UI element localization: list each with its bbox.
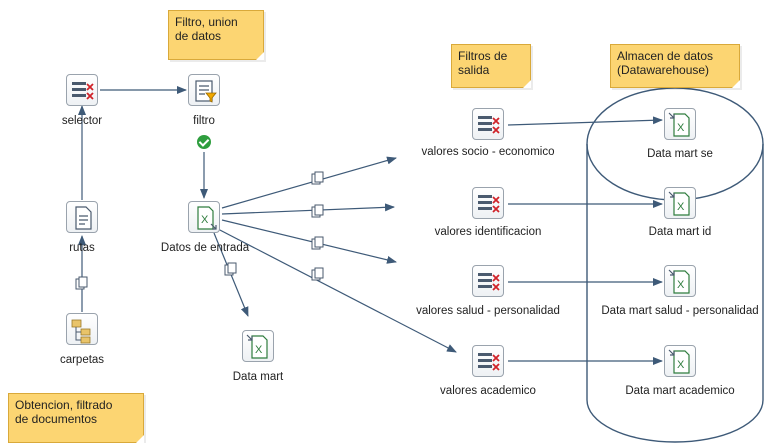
excel-input-icon: X xyxy=(197,206,217,230)
note-filtros-salida[interactable]: Filtros de salida xyxy=(451,44,531,88)
note-line: de documentos xyxy=(15,412,98,426)
step-label: selector xyxy=(61,115,103,127)
step-valores-salud[interactable] xyxy=(472,265,504,297)
step-label: rutas xyxy=(69,242,95,254)
copy-rows-icon xyxy=(75,276,88,290)
filter-icon xyxy=(195,80,217,103)
filter-rows-icon xyxy=(72,82,94,100)
copy-rows-icon xyxy=(224,262,237,276)
hop-datos-entrada-identificacion[interactable] xyxy=(221,203,395,215)
copy-rows-icon xyxy=(311,236,324,250)
excel-output-icon: X xyxy=(668,112,690,137)
step-label: carpetas xyxy=(59,354,105,366)
step-label: Data mart salud - personalidad xyxy=(601,305,759,317)
note-line: Almacen de datos xyxy=(617,49,714,63)
step-mart-salud[interactable]: X xyxy=(664,265,696,297)
note-line: Filtros de xyxy=(458,49,508,63)
step-label: valores socio - economico xyxy=(421,146,555,158)
datawarehouse-cylinder xyxy=(586,144,764,443)
copy-rows-icon xyxy=(311,204,324,218)
hop-socio-mart-se[interactable] xyxy=(507,116,663,126)
hop-datos-entrada-salud[interactable] xyxy=(221,219,397,264)
step-valores-identificacion[interactable] xyxy=(472,187,504,219)
copy-rows-icon xyxy=(311,171,324,185)
note-line: (Datawarehouse) xyxy=(617,63,710,77)
step-filtro[interactable] xyxy=(188,74,220,106)
file-list-icon xyxy=(75,206,92,230)
datawarehouse-ellipse xyxy=(586,87,764,201)
excel-output-icon: X xyxy=(246,334,268,359)
step-carpetas[interactable] xyxy=(66,313,98,345)
note-line: Obtencion, filtrado xyxy=(15,398,113,412)
folder-tree-icon xyxy=(71,319,91,344)
step-rutas[interactable] xyxy=(66,201,98,233)
excel-output-icon: X xyxy=(668,349,690,374)
step-data-mart[interactable]: X xyxy=(242,330,274,362)
note-line: de datos xyxy=(175,29,222,43)
step-label: Datos de entrada xyxy=(160,242,250,254)
filter-rows-icon xyxy=(478,116,500,134)
hop-datos-entrada-socio[interactable] xyxy=(221,156,397,209)
filter-rows-icon xyxy=(478,195,500,213)
step-label: Data mart academico xyxy=(625,385,735,397)
step-mart-id[interactable]: X xyxy=(664,187,696,219)
svg-text:X: X xyxy=(677,122,685,134)
svg-text:X: X xyxy=(677,359,685,371)
step-mart-se[interactable]: X xyxy=(664,108,696,140)
svg-text:X: X xyxy=(677,201,685,213)
excel-output-icon: X xyxy=(668,269,690,294)
step-label: valores salud - personalidad xyxy=(416,305,560,317)
excel-output-icon: X xyxy=(668,191,690,216)
step-valores-socio[interactable] xyxy=(472,108,504,140)
step-label: filtro xyxy=(193,115,215,127)
step-mart-academico[interactable]: X xyxy=(664,345,696,377)
svg-text:X: X xyxy=(677,279,685,291)
note-filtro-union[interactable]: Filtro, union de datos xyxy=(168,10,264,60)
note-obtencion[interactable]: Obtencion, filtrado de documentos xyxy=(8,393,144,443)
step-label: Data mart se xyxy=(647,148,713,160)
step-label: Data mart id xyxy=(648,226,712,238)
svg-text:X: X xyxy=(201,214,209,226)
filter-rows-icon xyxy=(478,353,500,371)
filter-rows-icon xyxy=(478,273,500,291)
step-label: Data mart xyxy=(232,371,284,383)
svg-text:X: X xyxy=(255,344,263,356)
step-valores-academico[interactable] xyxy=(472,345,504,377)
copy-rows-icon xyxy=(311,267,324,281)
note-line: salida xyxy=(458,63,490,77)
note-line: Filtro, union xyxy=(175,15,238,29)
step-selector[interactable] xyxy=(66,74,98,106)
success-check-icon xyxy=(197,135,211,149)
step-label: valores identificacion xyxy=(434,226,542,238)
note-almacen-datos[interactable]: Almacen de datos (Datawarehouse) xyxy=(610,44,740,88)
step-datos-entrada[interactable]: X xyxy=(188,201,220,233)
hop-datos-entrada-academico[interactable] xyxy=(215,227,457,353)
step-label: valores academico xyxy=(440,385,536,397)
